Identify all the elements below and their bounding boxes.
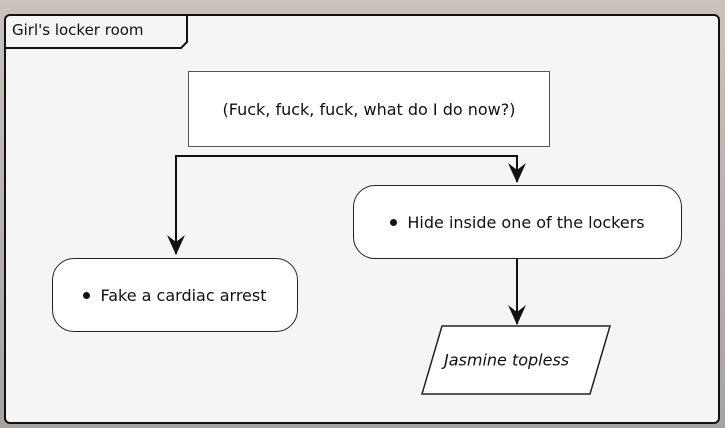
group-label: Girl's locker room	[12, 21, 144, 39]
arrowhead-fake	[167, 235, 185, 255]
arrowhead-outcome	[508, 305, 526, 325]
edge-to-hide	[175, 155, 518, 254]
arrowhead-hide	[508, 163, 526, 183]
choice-hide-label: Hide inside one of the lockers	[407, 212, 645, 232]
thought-note: (Fuck, fuck, fuck, what do I do now?)	[188, 71, 550, 147]
choice-hide-in-locker[interactable]: Hide inside one of the lockers	[353, 185, 682, 259]
bullet-icon	[83, 291, 91, 299]
outcome-shape	[420, 325, 612, 395]
bullet-icon	[390, 218, 398, 226]
choice-fake-label: Fake a cardiac arrest	[100, 285, 267, 305]
outcome-label: Jasmine topless	[444, 350, 570, 370]
group-tab	[5, 15, 188, 49]
choice-fake-cardiac-arrest[interactable]: Fake a cardiac arrest	[52, 258, 298, 332]
thought-note-text: (Fuck, fuck, fuck, what do I do now?)	[222, 99, 516, 119]
